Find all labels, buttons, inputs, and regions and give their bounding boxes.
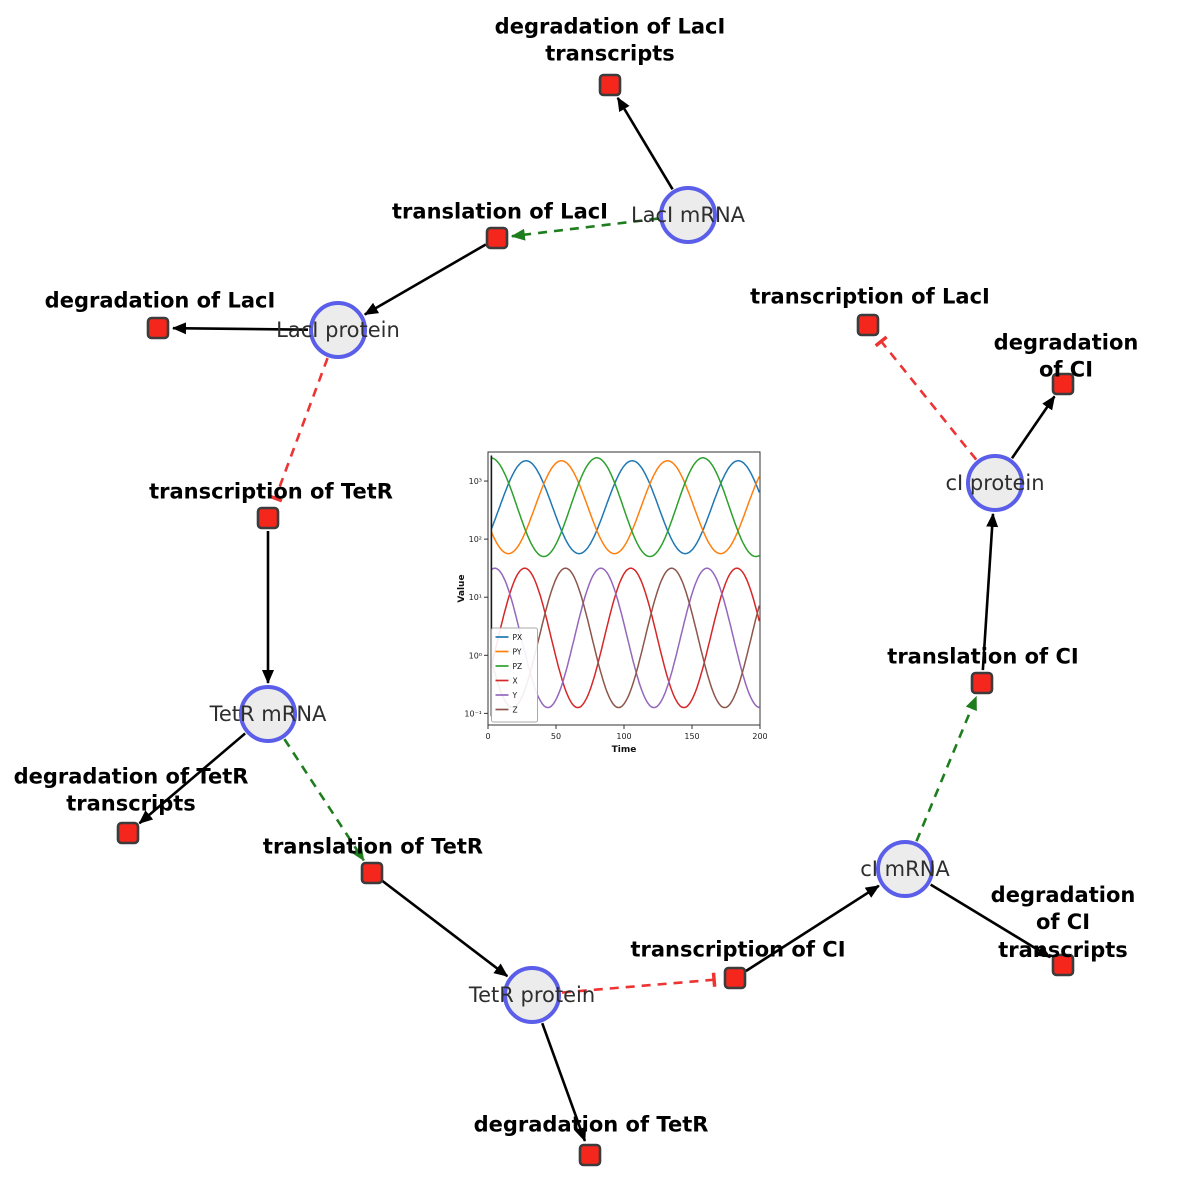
edge-inhibition-laci-protein-transcription-tetr xyxy=(268,357,329,503)
reaction-node-translation-ci[interactable] xyxy=(970,671,994,695)
edge-production-transcription-ci-ci-mrna xyxy=(745,884,880,973)
reaction-node-deg-laci[interactable] xyxy=(146,316,170,340)
y-tick-label: 10¹ xyxy=(469,593,482,602)
legend-label-Y: Y xyxy=(512,691,518,700)
y-tick-label: 10³ xyxy=(469,477,482,486)
y-tick-label: 10⁰ xyxy=(469,651,482,660)
legend-label-PY: PY xyxy=(513,647,522,656)
reaction-node-transcription-ci[interactable] xyxy=(723,966,747,990)
edge-modifier-tetr-mrna-translation-tetr xyxy=(283,738,365,862)
reaction-node-transcription-tetr[interactable] xyxy=(256,506,280,530)
species-node-tetr-protein[interactable] xyxy=(503,966,561,1024)
reaction-node-deg-tetr[interactable] xyxy=(578,1143,602,1167)
edge-consumption-tetr-protein-deg-tetr xyxy=(541,1022,587,1142)
reaction-node-translation-tetr[interactable] xyxy=(360,861,384,885)
reaction-node-deg-laci-transcripts[interactable] xyxy=(598,73,622,97)
series-line-PX xyxy=(490,460,761,555)
species-node-ci-mrna[interactable] xyxy=(876,840,934,898)
edge-consumption-ci-mrna-deg-ci-transcripts xyxy=(929,883,1052,959)
series-line-PY xyxy=(490,460,760,555)
legend-label-X: X xyxy=(513,676,518,685)
reaction-node-deg-ci[interactable] xyxy=(1051,372,1075,396)
series-line-PZ xyxy=(491,457,760,558)
edge-production-translation-ci-ci-protein xyxy=(981,512,999,671)
x-axis-label: Time xyxy=(612,745,637,755)
edge-consumption-laci-protein-deg-laci xyxy=(171,322,309,335)
series-line-X xyxy=(490,567,761,709)
species-node-ci-protein[interactable] xyxy=(966,454,1024,512)
edge-inhibition-tetr-protein-transcription-ci xyxy=(561,972,717,994)
reaction-node-deg-ci-transcripts[interactable] xyxy=(1051,953,1075,977)
edge-consumption-tetr-mrna-deg-tetr-transcripts xyxy=(138,732,246,825)
edge-modifier-ci-mrna-translation-ci xyxy=(915,695,978,842)
species-node-laci-mrna[interactable] xyxy=(659,186,717,244)
reaction-node-transcription-laci[interactable] xyxy=(856,313,880,337)
edge-consumption-ci-protein-deg-ci xyxy=(1010,395,1056,460)
species-node-tetr-mrna[interactable] xyxy=(239,685,297,743)
edge-production-translation-laci-laci-protein xyxy=(363,243,487,316)
x-tick-label: 100 xyxy=(616,732,631,741)
edge-production-translation-tetr-tetr-protein xyxy=(381,879,509,978)
x-tick-label: 50 xyxy=(551,732,561,741)
x-tick-label: 0 xyxy=(485,732,490,741)
edge-consumption-laci-mrna-deg-laci-transcripts xyxy=(616,97,674,190)
y-tick-label: 10² xyxy=(469,535,482,544)
legend-label-PX: PX xyxy=(513,633,523,642)
edge-modifier-laci-mrna-translation-laci xyxy=(510,217,659,241)
legend-label-Z: Z xyxy=(513,705,518,714)
y-tick-label: 10⁻¹ xyxy=(464,709,482,718)
edge-inhibition-ci-protein-transcription-laci xyxy=(874,335,978,461)
x-tick-label: 150 xyxy=(684,732,699,741)
reaction-node-translation-laci[interactable] xyxy=(485,226,509,250)
species-node-laci-protein[interactable] xyxy=(309,301,367,359)
y-axis-label: Value xyxy=(457,574,467,602)
x-tick-label: 200 xyxy=(752,732,767,741)
legend-label-PZ: PZ xyxy=(513,662,523,671)
reaction-node-deg-tetr-transcripts[interactable] xyxy=(116,821,140,845)
